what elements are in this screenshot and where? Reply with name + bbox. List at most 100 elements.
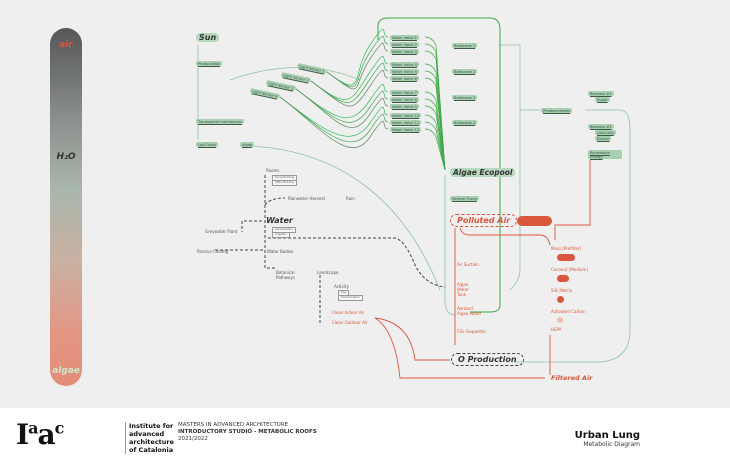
project-subtitle: Metabolic Diagram bbox=[583, 441, 640, 448]
sensor-valve-line bbox=[310, 62, 389, 103]
sensor-valve-line bbox=[326, 28, 389, 86]
green-connectors bbox=[279, 28, 446, 171]
project-title: Urban Lung bbox=[574, 430, 640, 441]
rooms-node: Rooms bbox=[266, 168, 280, 173]
clean-indoor-air-node: Clean Indoor Air bbox=[332, 310, 365, 315]
renewable-energy-node: Renewable Energy bbox=[588, 150, 622, 159]
silk-indicator bbox=[557, 296, 564, 303]
valve-pool-line bbox=[424, 50, 446, 171]
algae-node: Algae bbox=[240, 142, 255, 147]
valve-pool-line bbox=[424, 105, 446, 171]
biofacade-node: Biofacade 3 bbox=[452, 95, 478, 100]
sensor-valve-line bbox=[279, 96, 389, 137]
filter-silk: Silk Matrix bbox=[551, 288, 572, 293]
moss-indicator bbox=[557, 254, 575, 261]
valve-pool-line bbox=[424, 36, 446, 171]
lab-fluids-node: Lab Fluids bbox=[196, 142, 219, 147]
pollution-indicator bbox=[517, 216, 552, 226]
water-bodies-node: Water Bodies bbox=[267, 249, 294, 254]
institute-line: of Catalonia bbox=[129, 446, 174, 454]
biomass2-node: Biomass #2 bbox=[588, 124, 614, 129]
sensor-valve-line bbox=[310, 55, 389, 100]
institute-line: Institute for bbox=[129, 422, 174, 430]
sensor-valve-line bbox=[295, 88, 389, 128]
co2-sequester-node: CO₂ Sequester bbox=[457, 329, 487, 334]
sensor-valve-line bbox=[326, 42, 389, 90]
air-label: air bbox=[59, 40, 73, 50]
footer: Iaac Institute for advanced architecture… bbox=[0, 408, 730, 472]
valve-pool-line bbox=[424, 128, 446, 171]
year: 2021/2022 bbox=[178, 436, 208, 442]
iaac-logo: Iaac bbox=[16, 418, 64, 451]
valve-pool-line bbox=[424, 77, 446, 171]
sensor-valve-line bbox=[326, 35, 389, 88]
water-valve-node: Water Valve 9 bbox=[390, 104, 419, 109]
valve-pool-line bbox=[424, 114, 446, 171]
filter-hepa: HEPA bbox=[551, 327, 562, 332]
biofacade-node: Biofacade 4 bbox=[452, 120, 478, 125]
institute-line: architecture bbox=[129, 438, 175, 446]
sensor-valve-line bbox=[295, 88, 389, 123]
algae-label: algae bbox=[52, 366, 80, 376]
algae-water-tank-node: Algae Water Tank bbox=[457, 282, 469, 297]
valve-pool-line bbox=[424, 91, 446, 171]
water-node: Water bbox=[266, 216, 293, 225]
polluted-air-node: Polluted Air bbox=[450, 214, 518, 227]
h2o-label: H₂O bbox=[56, 152, 76, 162]
water-valve-node: Water Valve 1 bbox=[390, 35, 419, 40]
water-valve-node: Water Valve 5 bbox=[390, 69, 419, 74]
filter-carbon: Activated Carbon bbox=[551, 309, 586, 314]
botanical-pathways-node: Botanical Pathways bbox=[276, 270, 295, 280]
red-connectors bbox=[374, 160, 591, 379]
lubricant-node: Lubricant bbox=[595, 130, 616, 135]
rain-node: Rain bbox=[346, 196, 355, 201]
aerated-algae-water-node: Aerated Algae Water bbox=[457, 306, 482, 316]
studio-name: INTRODUCTORY STUDIO - METABOLIC ROOFS bbox=[178, 429, 317, 435]
passive-cooling-node: Passive Cooling bbox=[197, 249, 229, 254]
valve-pool-line bbox=[424, 98, 446, 171]
program-info: MASTERS IN ADVANCED ARCHITECTURE INTRODU… bbox=[178, 422, 317, 443]
teal-connectors bbox=[197, 44, 631, 363]
sensor-valve-line bbox=[295, 83, 389, 118]
photovoltaic-node: Photovoltaic bbox=[196, 61, 223, 66]
greywater-plant-node: Greywater Plant bbox=[205, 229, 238, 234]
sugar-node: Sugar bbox=[595, 97, 610, 102]
institute-name: Institute for advanced architecture of C… bbox=[125, 422, 174, 454]
title-block: Urban Lung Metabolic Diagram bbox=[575, 430, 640, 448]
water-valve-node: Water Valve 3 bbox=[390, 49, 419, 54]
filter-moss: Moss [Prefilter] bbox=[551, 246, 582, 251]
water-sub-2: Irrigation bbox=[272, 232, 290, 238]
sensor-valve-line bbox=[279, 96, 389, 148]
rainwater-harvest-node: Rainwater Harvest bbox=[288, 196, 326, 201]
algae-ecopool-node: Algae Ecopool bbox=[450, 168, 516, 177]
sensor-valve-line bbox=[279, 96, 389, 143]
water-connectors bbox=[215, 175, 446, 325]
ecopool-loop bbox=[377, 17, 501, 313]
valve-pool-line bbox=[424, 121, 446, 171]
rooms-sub-2: Office Building bbox=[272, 180, 297, 186]
valve-pool-line bbox=[424, 43, 446, 171]
algae-curve bbox=[249, 145, 441, 291]
sensor-valve-line bbox=[310, 69, 389, 107]
institute-line: advanced bbox=[129, 430, 165, 438]
sun-node: Sun bbox=[196, 33, 220, 42]
program-name: MASTERS IN ADVANCED ARCHITECTURE bbox=[178, 422, 289, 428]
gradient-bar bbox=[50, 28, 82, 386]
landscape-node: Landscape bbox=[317, 270, 339, 275]
connector-lines bbox=[197, 17, 631, 379]
photosynthesis-node: Photosynthesis bbox=[541, 108, 573, 113]
biofacade-node: Biofacade 1 bbox=[452, 43, 478, 48]
activity-sub-2: Contemplation bbox=[338, 295, 364, 301]
biofacade-node: Biofacade 2 bbox=[452, 69, 478, 74]
carbon-indicator bbox=[557, 317, 563, 323]
filter-coconut: Coconut [Medium] bbox=[551, 267, 588, 272]
water-valve-node: Water Valve 12 bbox=[390, 127, 422, 132]
valve-pool-line bbox=[424, 70, 446, 171]
water-valve-node: Water Valve 10 bbox=[390, 113, 422, 118]
valve-pool-line bbox=[424, 63, 446, 171]
water-valve-node: Water Valve 7 bbox=[390, 90, 419, 95]
activity-node: Activity bbox=[334, 284, 349, 289]
membranes-node: Transparent membranes bbox=[196, 119, 244, 124]
water-valve-node: Water Valve 4 bbox=[390, 62, 419, 67]
biomass1-node: Biomass #1 bbox=[588, 91, 614, 96]
